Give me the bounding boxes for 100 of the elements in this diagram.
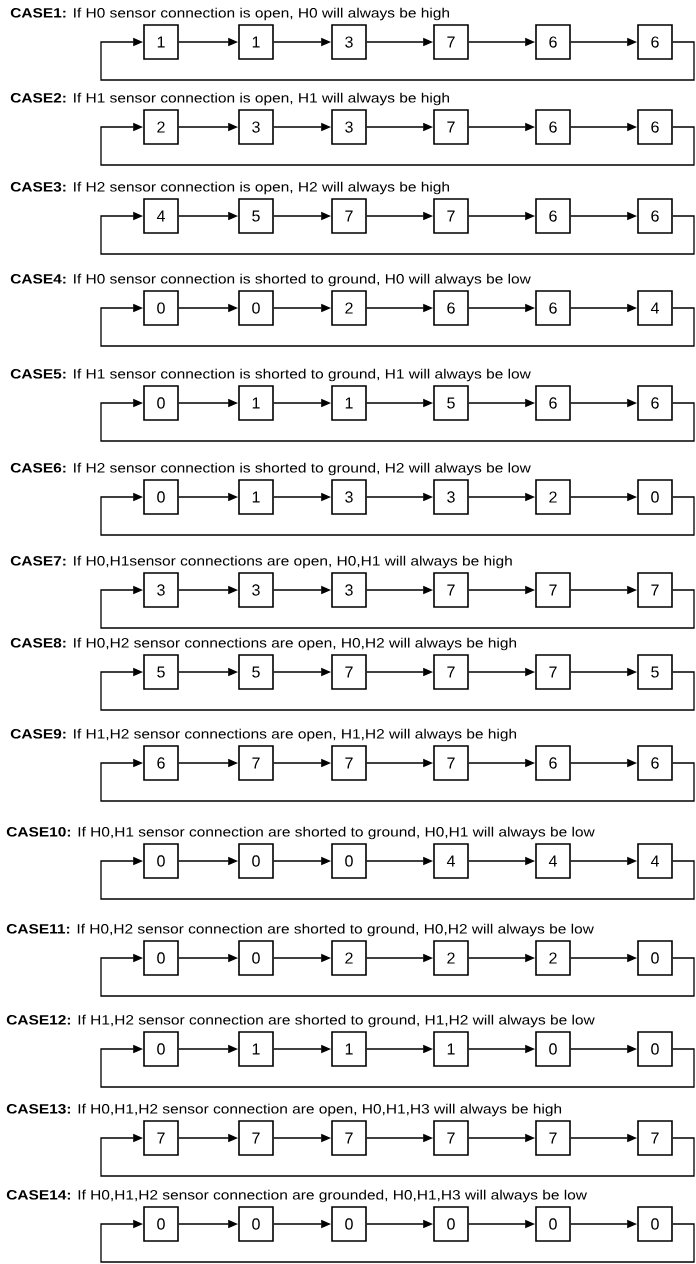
state-box: 6: [637, 24, 673, 60]
feedback-arrow: [100, 1133, 695, 1177]
state-box: 7: [535, 654, 571, 690]
state-box: 4: [535, 843, 571, 879]
feedback-arrow: [100, 398, 695, 442]
state-box: 3: [238, 572, 274, 608]
feedback-arrow: [100, 856, 695, 900]
state-box: 0: [637, 940, 673, 976]
state-box: 7: [433, 572, 469, 608]
case-heading: CASE5: If H1 sensor connection is shorted to ground, H1 will always be low: [10, 368, 531, 382]
state-box: 7: [433, 1120, 469, 1156]
state-box: 3: [331, 109, 367, 145]
state-box: 6: [535, 745, 571, 781]
feedback-arrow: [100, 303, 695, 347]
state-box: 4: [637, 290, 673, 326]
state-box: 6: [535, 385, 571, 421]
state-box: 0: [238, 940, 274, 976]
feedback-arrow: [100, 1219, 695, 1263]
state-box: 7: [433, 24, 469, 60]
state-box: 7: [433, 654, 469, 690]
state-box: 7: [331, 745, 367, 781]
state-box: 1: [331, 1031, 367, 1067]
state-box: 2: [535, 479, 571, 515]
state-box: 6: [637, 198, 673, 234]
case-heading: CASE13: If H0,H1,H2 sensor connection are open, H0,H1,H3 will always be high: [6, 1103, 562, 1117]
feedback-arrow: [100, 37, 695, 81]
state-box: 0: [143, 1206, 179, 1242]
state-box: 7: [433, 109, 469, 145]
state-box: 0: [143, 940, 179, 976]
case-heading: CASE14: If H0,H1,H2 sensor connection are grounded, H0,H1,H3 will always be low: [6, 1189, 587, 1203]
state-box: 7: [331, 654, 367, 690]
feedback-arrow: [100, 492, 695, 536]
state-box: 1: [433, 1031, 469, 1067]
state-box: 7: [238, 1120, 274, 1156]
state-box: 6: [637, 745, 673, 781]
state-box: 5: [433, 385, 469, 421]
state-box: 2: [331, 940, 367, 976]
state-box: 3: [433, 479, 469, 515]
state-box: 6: [535, 109, 571, 145]
state-box: 1: [238, 479, 274, 515]
state-box: 0: [535, 1206, 571, 1242]
state-box: 2: [331, 290, 367, 326]
state-box: 0: [143, 843, 179, 879]
state-box: 0: [433, 1206, 469, 1242]
state-box: 1: [143, 24, 179, 60]
state-box: 5: [238, 654, 274, 690]
state-box: 5: [238, 198, 274, 234]
state-box: 7: [535, 572, 571, 608]
case-heading: CASE4: If H0 sensor connection is shorted to ground, H0 will always be low: [10, 273, 531, 287]
state-box: 3: [331, 572, 367, 608]
state-box: 4: [433, 843, 469, 879]
state-box: 3: [143, 572, 179, 608]
state-box: 7: [535, 1120, 571, 1156]
state-box: 2: [143, 109, 179, 145]
case-heading: CASE11: If H0,H2 sensor connection are shorted to ground, H0,H2 will always be low: [6, 923, 594, 937]
state-box: 0: [637, 1031, 673, 1067]
state-box: 1: [238, 385, 274, 421]
state-box: 7: [433, 198, 469, 234]
state-box: 0: [143, 479, 179, 515]
state-box: 3: [331, 479, 367, 515]
state-box: 7: [331, 1120, 367, 1156]
state-box: 7: [143, 1120, 179, 1156]
feedback-arrow: [100, 953, 695, 997]
state-box: 0: [143, 290, 179, 326]
state-box: 0: [637, 479, 673, 515]
case-heading: CASE3: If H2 sensor connection is open, H2 will always be high: [10, 181, 449, 195]
state-box: 1: [238, 24, 274, 60]
state-box: 2: [433, 940, 469, 976]
case-heading: CASE12: If H1,H2 sensor connection are shorted to ground, H1,H2 will always be low: [6, 1014, 595, 1028]
state-box: 7: [433, 745, 469, 781]
case-heading: CASE8: If H0,H2 sensor connections are open, H0,H2 will always be high: [10, 637, 517, 651]
state-box: 2: [535, 940, 571, 976]
state-box: 0: [143, 1031, 179, 1067]
state-box: 0: [535, 1031, 571, 1067]
state-box: 0: [331, 1206, 367, 1242]
state-box: 0: [238, 843, 274, 879]
state-box: 7: [637, 572, 673, 608]
state-box: 0: [238, 1206, 274, 1242]
feedback-arrow: [100, 667, 695, 711]
case-heading: CASE9: If H1,H2 sensor connections are open, H1,H2 will always be high: [10, 728, 517, 742]
feedback-arrow: [100, 211, 695, 255]
state-box: 6: [535, 290, 571, 326]
case-heading: CASE10: If H0,H1 sensor connection are shorted to ground, H0,H1 will always be low: [6, 826, 595, 840]
feedback-arrow: [100, 1044, 695, 1088]
state-box: 7: [238, 745, 274, 781]
state-box: 0: [331, 843, 367, 879]
state-box: 7: [331, 198, 367, 234]
state-box: 0: [238, 290, 274, 326]
state-box: 6: [143, 745, 179, 781]
case-heading: CASE2: If H1 sensor connection is open, H1 will always be high: [10, 92, 449, 106]
state-box: 5: [143, 654, 179, 690]
state-box: 3: [238, 109, 274, 145]
case-heading: CASE6: If H2 sensor connection is shorted to ground, H2 will always be low: [10, 462, 531, 476]
state-box: 3: [331, 24, 367, 60]
state-box: 5: [637, 654, 673, 690]
state-box: 6: [433, 290, 469, 326]
feedback-arrow: [100, 122, 695, 166]
state-box: 7: [637, 1120, 673, 1156]
state-box: 6: [637, 109, 673, 145]
state-box: 0: [637, 1206, 673, 1242]
